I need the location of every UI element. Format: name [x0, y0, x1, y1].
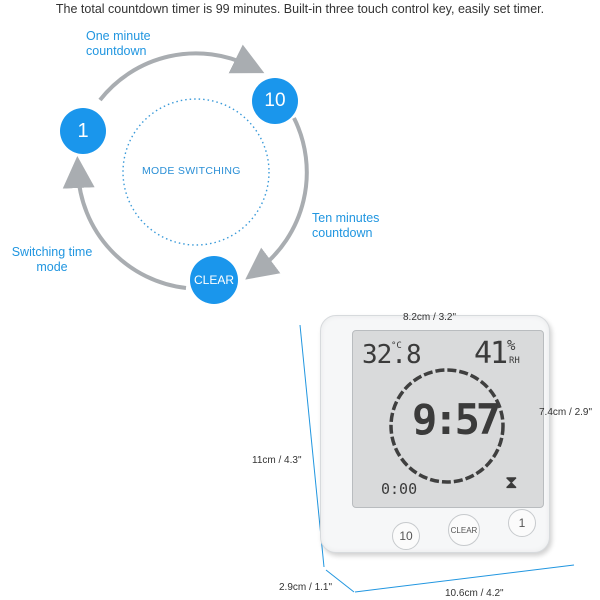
dim-screen-width: 8.2cm / 3.2" — [403, 312, 457, 323]
button-ten-minutes[interactable]: 10 — [392, 522, 420, 550]
button-clear[interactable]: CLEAR — [448, 514, 480, 546]
arrow-1-to-10 — [98, 44, 265, 102]
mode-ring — [122, 98, 270, 246]
dim-width: 10.6cm / 4.2" — [445, 588, 504, 599]
dim-screen-height: 7.4cm / 2.9" — [539, 407, 593, 418]
lcd-dial — [389, 368, 505, 484]
arrow-clear-to-1 — [62, 156, 187, 290]
badge-ten-minutes: 10 — [252, 78, 298, 124]
badge-one-minute: 1 — [60, 108, 106, 154]
lcd-temp-unit: °C — [391, 341, 402, 351]
label-ten-minutes: Ten minutes countdown — [312, 211, 380, 240]
lcd-humidity: 41 — [474, 336, 508, 371]
dim-line-width — [354, 564, 575, 593]
lcd-humidity-label: RH — [509, 356, 520, 366]
hourglass-icon: ⧗ — [505, 472, 518, 493]
dim-height: 11cm / 4.3" — [252, 455, 302, 466]
lcd-time: 9:57 — [412, 395, 501, 444]
lcd-humidity-unit: % — [507, 338, 516, 354]
dim-depth: 2.9cm / 1.1" — [279, 582, 333, 593]
label-switching-time: Switching time mode — [11, 245, 93, 274]
button-one-minute[interactable]: 1 — [508, 509, 536, 537]
label-one-minute: One minute countdown — [86, 29, 151, 58]
mode-switching-label: MODE SWITCHING — [142, 165, 241, 177]
arrow-10-to-clear — [245, 117, 309, 280]
headline: The total countdown timer is 99 minutes.… — [55, 2, 545, 16]
badge-clear: CLEAR — [190, 256, 238, 304]
dim-line-depth — [325, 569, 355, 593]
lcd-temperature: 32.8 — [362, 340, 422, 370]
lcd-screen — [352, 330, 544, 508]
lcd-timer: 0:00 — [381, 480, 418, 498]
